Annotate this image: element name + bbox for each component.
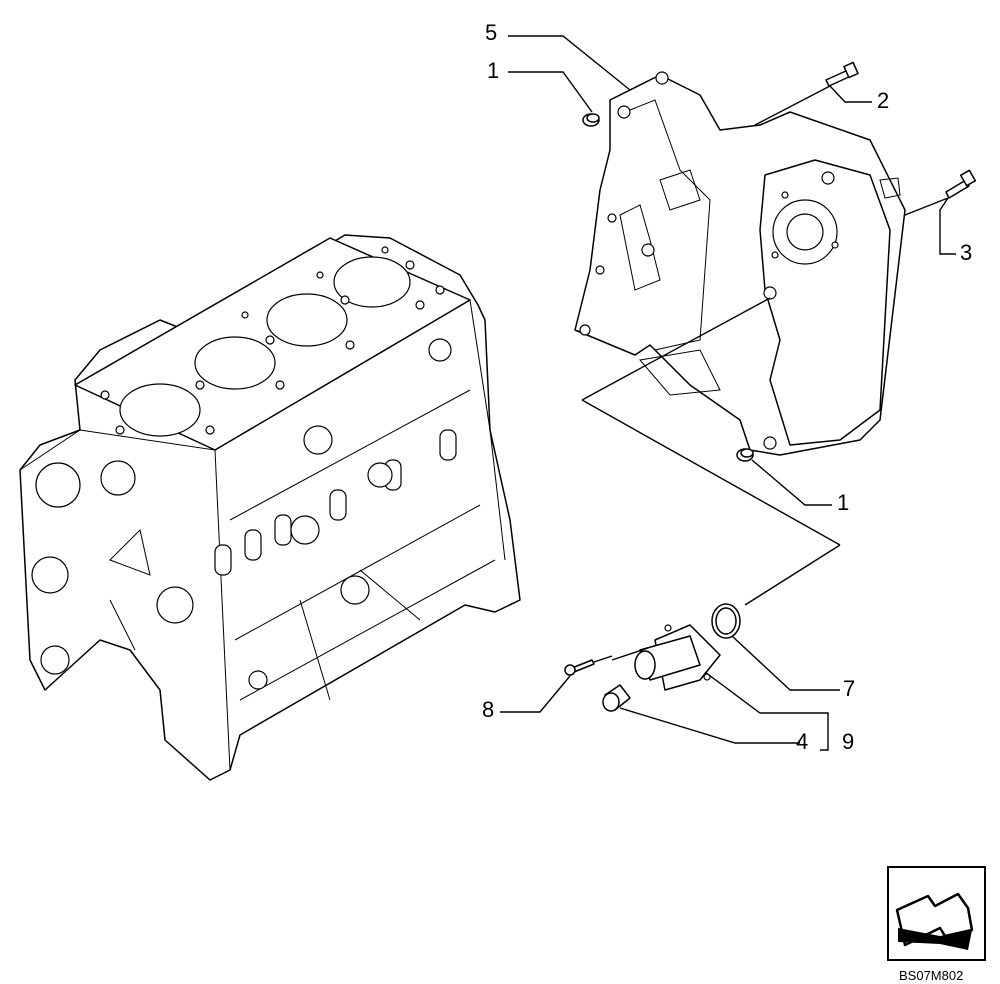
oil-filler-pipe xyxy=(634,624,721,691)
callout-1-top: 1 xyxy=(487,58,499,83)
callout-3: 3 xyxy=(960,240,972,265)
bolt-2 xyxy=(825,61,859,87)
screw-8 xyxy=(564,659,595,676)
page-turn-arrow-icon[interactable] xyxy=(887,866,986,961)
callout-9: 9 xyxy=(842,729,854,754)
callout-5: 5 xyxy=(485,20,497,45)
side-ports xyxy=(214,429,457,576)
plug-1-bottom xyxy=(736,448,754,462)
cap-4 xyxy=(602,684,631,712)
bolt-3 xyxy=(945,169,977,199)
plug-1-top xyxy=(582,113,600,127)
leader-lines xyxy=(500,35,956,751)
callout-1-bottom: 1 xyxy=(837,490,849,515)
callout-4: 4 xyxy=(796,729,808,754)
callout-8: 8 xyxy=(482,697,494,722)
callout-7: 7 xyxy=(843,676,855,701)
drawing-reference-code: BS07M802 xyxy=(899,968,963,983)
o-ring-7 xyxy=(711,603,741,639)
engine-block xyxy=(19,234,521,781)
deck-holes xyxy=(100,246,445,435)
callout-2: 2 xyxy=(877,88,889,113)
timing-gear-housing xyxy=(574,71,906,456)
